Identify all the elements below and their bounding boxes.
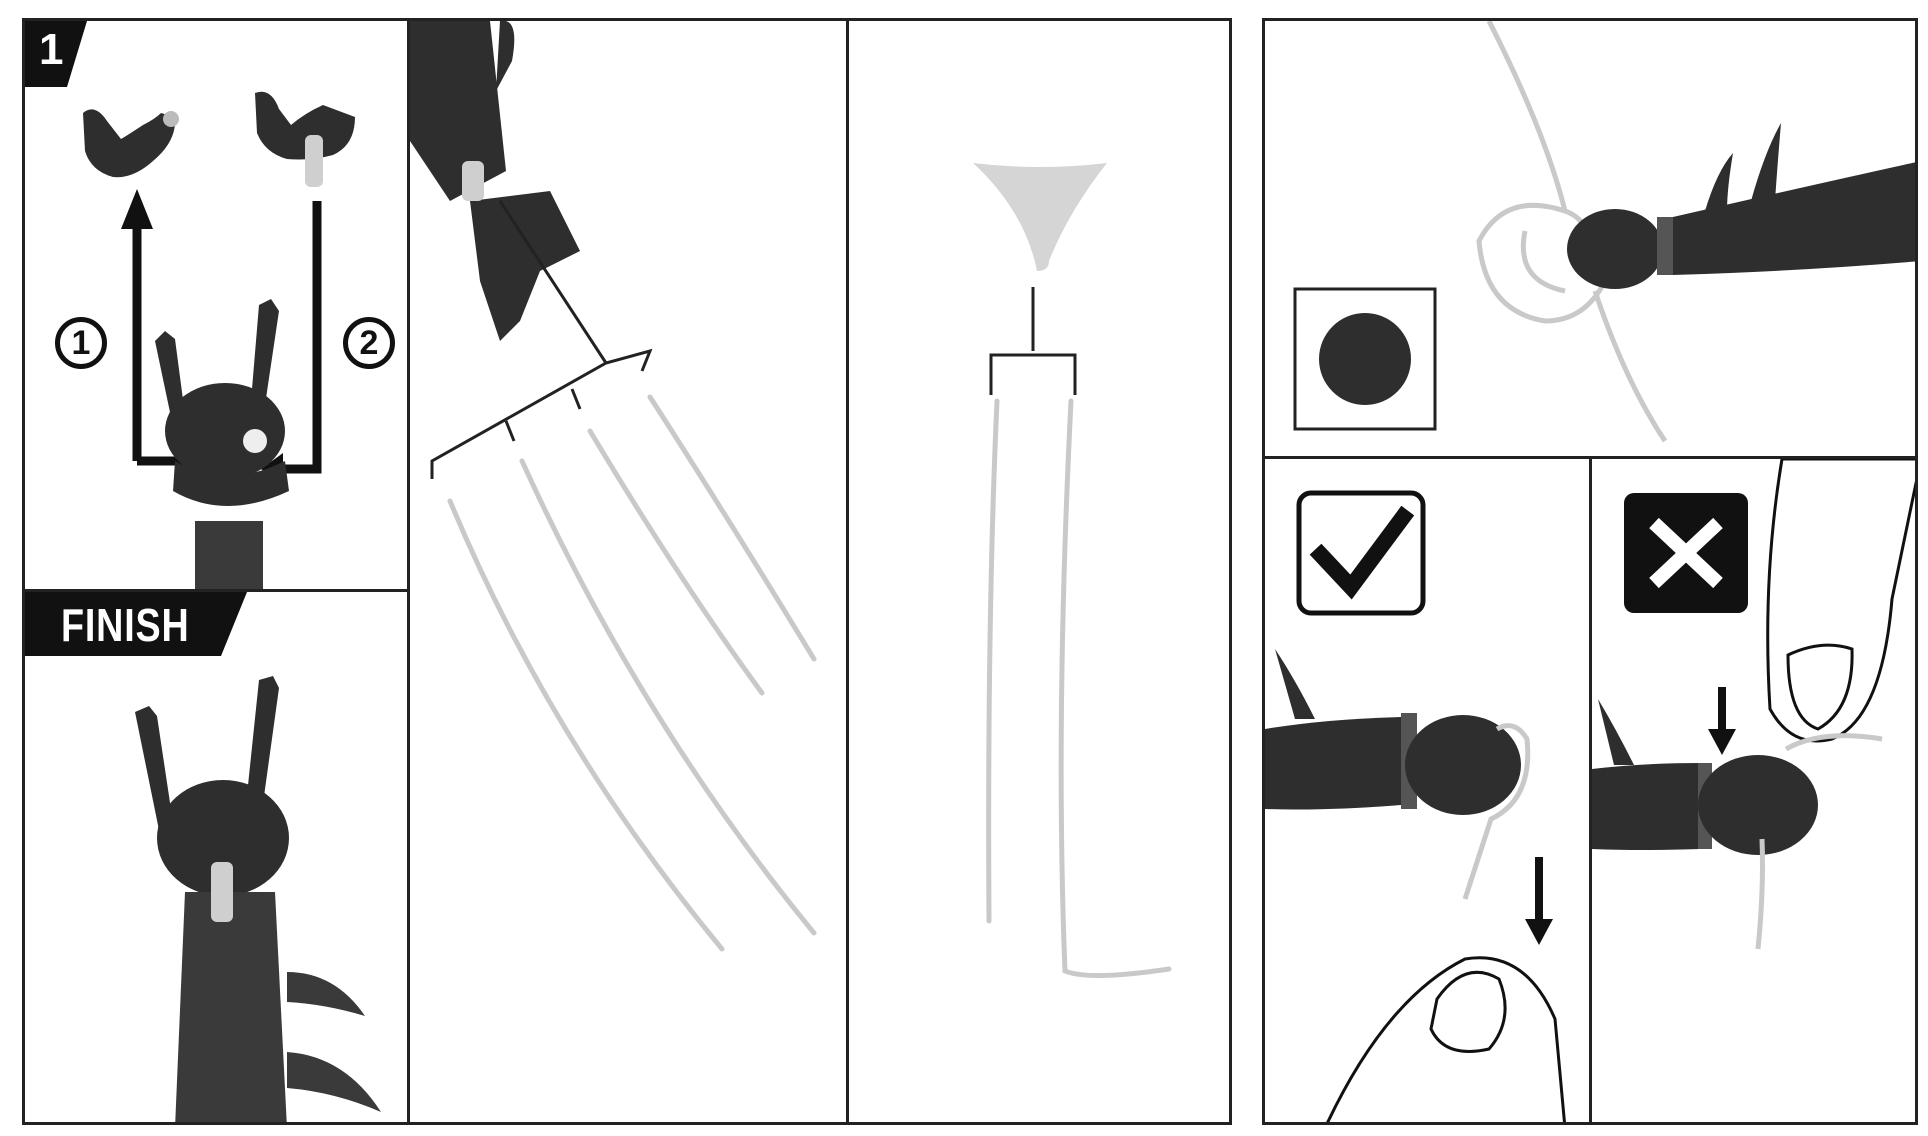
- finish-panel: FINISH: [22, 589, 410, 1125]
- incorrect-illustration: [1592, 459, 1918, 1125]
- finish-label: FINISH: [61, 598, 190, 652]
- two-strand-illustration: [849, 21, 1232, 1125]
- web-cartridge: [211, 862, 233, 922]
- web-strands: [450, 397, 814, 949]
- finish-illustration: [25, 592, 410, 1125]
- step-1-panel: 1 1 2: [22, 18, 410, 592]
- two-strand-panel: [846, 18, 1232, 1125]
- step-1-illustration: [25, 21, 410, 592]
- pulling-finger: [1325, 958, 1565, 1125]
- rock-hand-figure: [155, 299, 289, 592]
- web-cartridge-c: [462, 161, 484, 201]
- forearm-spikes: [287, 972, 381, 1112]
- hand-piece-left: [83, 109, 179, 177]
- incorrect-panel: [1589, 456, 1918, 1125]
- pressing-finger: [1768, 459, 1918, 741]
- arrow-1-marker: 1: [55, 317, 107, 369]
- web-shooter-piece: [243, 429, 267, 453]
- fist-arm-figure: [1567, 123, 1918, 289]
- arrow-up-head: [121, 189, 153, 229]
- correct-illustration: [1265, 459, 1592, 1125]
- four-strand-illustration: [410, 21, 849, 1125]
- web-strands-d: [989, 401, 1169, 976]
- claw-hand-figure: [410, 21, 580, 341]
- correct-panel: [1262, 456, 1592, 1125]
- strand-bracket-d: [991, 287, 1075, 395]
- fist-inset-icon: [1319, 313, 1411, 405]
- four-strand-panel: [407, 18, 849, 1125]
- step-number: 1: [39, 25, 63, 75]
- web-strand-bottom: [1758, 839, 1763, 949]
- down-arrow-icon: [1525, 919, 1553, 945]
- web-fan: [973, 163, 1107, 271]
- fist-arm-correct: [1265, 649, 1521, 815]
- hand-piece-right: [255, 92, 355, 187]
- arrow-2-marker: 2: [343, 317, 395, 369]
- fist-web-panel: [1262, 18, 1918, 459]
- fist-web-illustration: [1265, 21, 1918, 459]
- down-arrow-icon-g: [1708, 729, 1736, 755]
